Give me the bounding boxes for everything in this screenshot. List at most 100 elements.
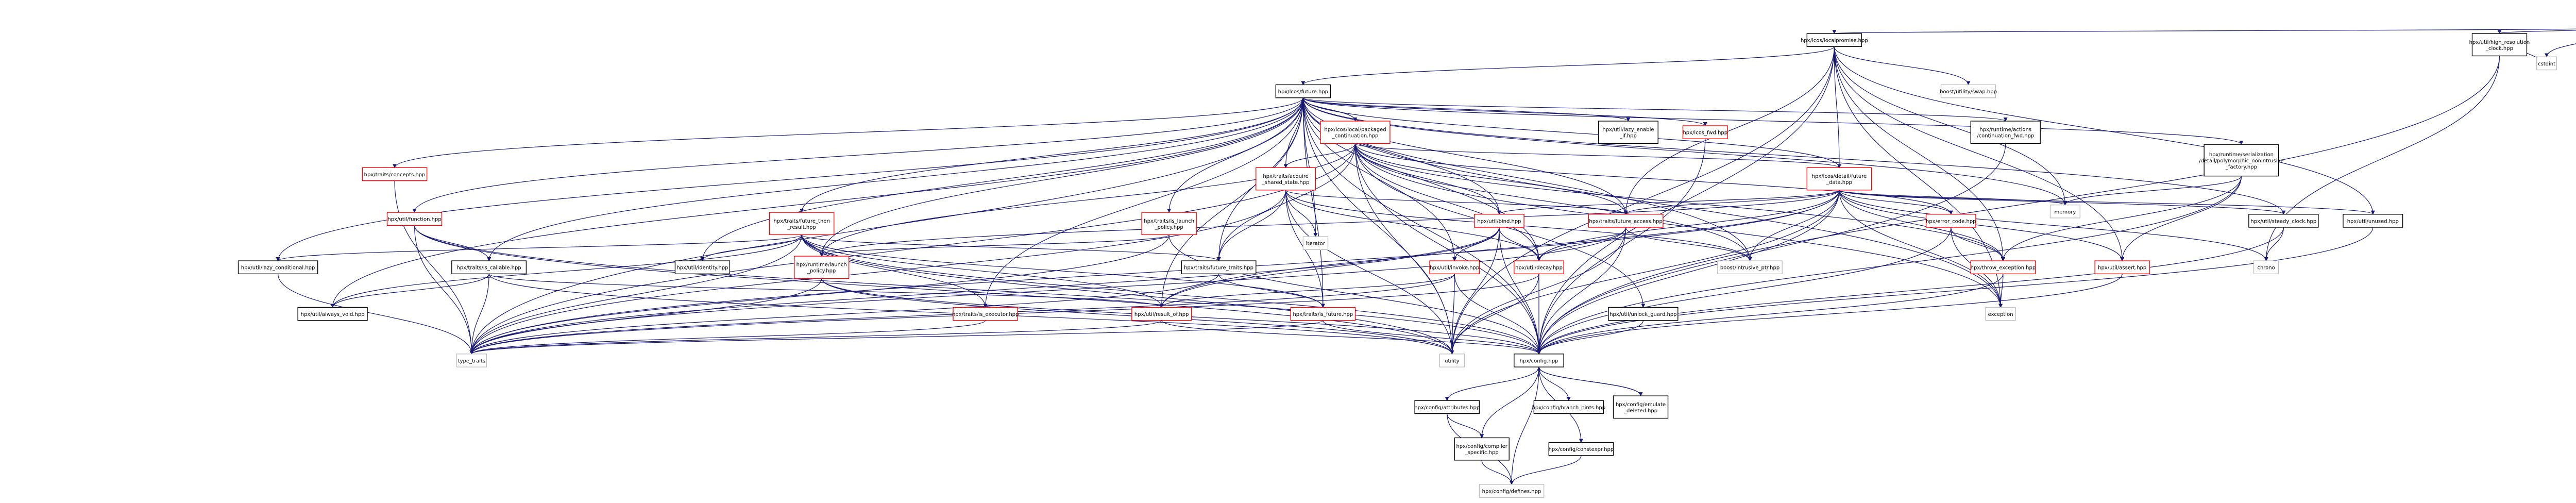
dependency-edge <box>1447 413 1484 439</box>
dependency-edge <box>276 97 1303 262</box>
node-box <box>1608 307 1679 321</box>
node-islaunch[interactable]: hpx/traits/is_launch_policy.hpp <box>1141 212 1197 236</box>
node-throwexc[interactable]: hpx/throw_exception.hpp <box>1970 260 2036 275</box>
node-cstdint: cstdint <box>2536 56 2557 71</box>
dependency-edge <box>1834 46 1971 86</box>
edge-future-to-continfwd <box>1302 97 2008 122</box>
node-attributes[interactable]: hpx/config/attributes.hpp <box>1414 400 1480 414</box>
node-futuredata[interactable]: hpx/lcos/detail/future_data.hpp <box>1806 167 1872 191</box>
dependency-edge <box>1839 190 2005 262</box>
edge-futuredata-to-config <box>1537 190 1840 355</box>
node-hrclock[interactable]: hpx/util/high_resolution_clock.hpp <box>2469 33 2530 57</box>
dependency-edge <box>983 97 1303 308</box>
dependency-edge <box>1497 190 1840 215</box>
node-label: _deleted.hpp <box>1623 408 1657 414</box>
dependency-edge <box>1285 190 1628 215</box>
node-continfwd[interactable]: hpx/runtime/actions/continuation_fwd.hpp <box>1970 121 2041 144</box>
node-label: hpx/util/result_of.hpp <box>1134 312 1189 317</box>
node-isexecutor[interactable]: hpx/traits/is_executor.hpp <box>952 307 1019 321</box>
node-errorcode[interactable]: hpx/error_code.hpp <box>1925 214 1976 228</box>
dependency-edge <box>1839 190 2375 215</box>
node-label: _clock.hpp <box>2485 46 2513 52</box>
node-futuretraits[interactable]: hpx/traits/future_traits.hpp <box>1181 260 1257 275</box>
dependency-edge <box>1834 46 1841 169</box>
node-label: hpx/traits/is_launch <box>1144 219 1194 224</box>
edge-decay-to-utility <box>1450 274 1539 355</box>
node-futureaccess[interactable]: hpx/traits/future_access.hpp <box>1588 214 1664 228</box>
node-label: hpx/util/high_resolution <box>2469 40 2530 45</box>
dependency-edge <box>1302 97 1628 215</box>
node-launchpolicy[interactable]: hpx/runtime/launch_policy.hpp <box>793 256 850 279</box>
node-box <box>1181 260 1257 275</box>
node-lcosfwd[interactable]: hpx/lcos_fwd.hpp <box>1682 125 1728 140</box>
dependency-edge <box>469 190 1840 355</box>
node-layer: thread_queue_timer.hpphpx/lcos/localprom… <box>238 33 2557 498</box>
node-polyfactory[interactable]: hpx/runtime/serialization/detail/polymor… <box>2199 144 2284 177</box>
edge-config-to-attributes <box>1445 367 1539 401</box>
node-identity[interactable]: hpx/util/identity.hpp <box>674 260 731 275</box>
edge-future-to-lazycond <box>276 97 1303 262</box>
node-label: hpx/traits/future_then <box>773 219 829 224</box>
node-box <box>953 307 1018 321</box>
node-assert[interactable]: hpx/util/assert.hpp <box>2094 260 2150 275</box>
node-invoke[interactable]: hpx/util/invoke.hpp <box>1429 260 1480 275</box>
node-label: hpx/config/compiler <box>1456 444 1507 449</box>
node-acqshared[interactable]: hpx/traits/acquire_shared_state.hpp <box>1256 167 1316 191</box>
dependency-edge <box>1537 139 1706 355</box>
edge-future-to-alwaysvoid <box>330 97 1303 308</box>
dependency-edge <box>801 234 1541 355</box>
node-unused[interactable]: hpx/util/unused.hpp <box>2343 214 2403 228</box>
node-box <box>674 260 731 275</box>
node-future[interactable]: hpx/lcos/future.hpp <box>1275 84 1331 98</box>
node-constexpr[interactable]: hpx/config/constexpr.hpp <box>1549 442 1614 456</box>
node-label: hpx/util/bind.hpp <box>1477 219 1521 224</box>
node-label: /detail/polymorphic_nonintrusive <box>2199 158 2283 164</box>
node-box <box>1256 167 1316 191</box>
edge-futuredata-to-errorcode <box>1839 190 1953 215</box>
dependency-edge <box>469 227 1500 355</box>
node-decay[interactable]: hpx/util/decay.hpp <box>1514 260 1564 275</box>
node-box <box>769 212 835 236</box>
node-localpromise[interactable]: hpx/lcos/localpromise.hpp <box>1801 33 1868 47</box>
edge-futurethen-to-isexecutor <box>801 234 988 308</box>
node-emulatedel[interactable]: hpx/config/emulate_deleted.hpp <box>1613 395 1669 419</box>
node-config[interactable]: hpx/config.hpp <box>1514 354 1564 367</box>
node-label: hpx/config/emulate <box>1616 402 1666 408</box>
dependency-edge <box>1537 227 2374 355</box>
dependency-edge <box>1354 143 1628 215</box>
node-branchhints[interactable]: hpx/config/branch_hints.hpp <box>1532 400 1606 414</box>
node-compilerspec[interactable]: hpx/config/compiler_specific.hpp <box>1454 437 1510 461</box>
node-lazyenable[interactable]: hpx/util/lazy_enable_if.hpp <box>1598 121 1658 144</box>
node-resultof[interactable]: hpx/util/result_of.hpp <box>1131 307 1192 321</box>
dependency-edge <box>1450 274 1539 355</box>
dependency-edge <box>393 97 1303 169</box>
node-label: _result.hpp <box>787 225 816 230</box>
edge-localpromise-to-throwexc <box>1834 46 2005 262</box>
node-label: hpx/runtime/launch <box>796 262 847 268</box>
node-steadyclock[interactable]: hpx/util/steady_clock.hpp <box>2248 214 2319 228</box>
edge-futuredata-to-chrono <box>1839 190 2268 262</box>
edge-futuretraits-to-typetraits <box>469 274 1219 355</box>
node-futurethen[interactable]: hpx/traits/future_then_result.hpp <box>769 212 835 236</box>
dependency-edge <box>488 273 1164 308</box>
node-label: hpx/util/unlock_guard.hpp <box>1609 312 1676 317</box>
node-box <box>1141 212 1197 236</box>
node-packaged[interactable]: hpx/lcos/local/packaged_continuation.hpp <box>1320 121 1391 144</box>
edge-futuredata-to-resultof <box>1159 190 1840 308</box>
node-lazycond[interactable]: hpx/util/lazy_conditional.hpp <box>238 260 318 275</box>
edge-packaged-to-future <box>1301 97 1356 122</box>
node-function[interactable]: hpx/util/function.hpp <box>386 212 443 226</box>
edge-futurethen-to-identity <box>700 234 802 262</box>
node-unlockguard[interactable]: hpx/util/unlock_guard.hpp <box>1608 307 1679 321</box>
node-bind[interactable]: hpx/util/bind.hpp <box>1474 214 1524 228</box>
dependency-edge <box>801 234 1325 308</box>
dependency-edge <box>1839 190 2268 262</box>
node-iscallable[interactable]: hpx/traits/is_callable.hpp <box>451 260 527 275</box>
node-concepts[interactable]: hpx/traits/concepts.hpp <box>362 167 428 181</box>
node-label: chrono <box>2257 265 2275 271</box>
edge-packaged-to-futureaccess <box>1354 143 1628 215</box>
dependency-edge <box>469 274 489 355</box>
node-alwaysvoid[interactable]: hpx/util/always_void.hpp <box>297 307 368 321</box>
node-isfuture[interactable]: hpx/traits/is_future.hpp <box>1290 307 1356 321</box>
